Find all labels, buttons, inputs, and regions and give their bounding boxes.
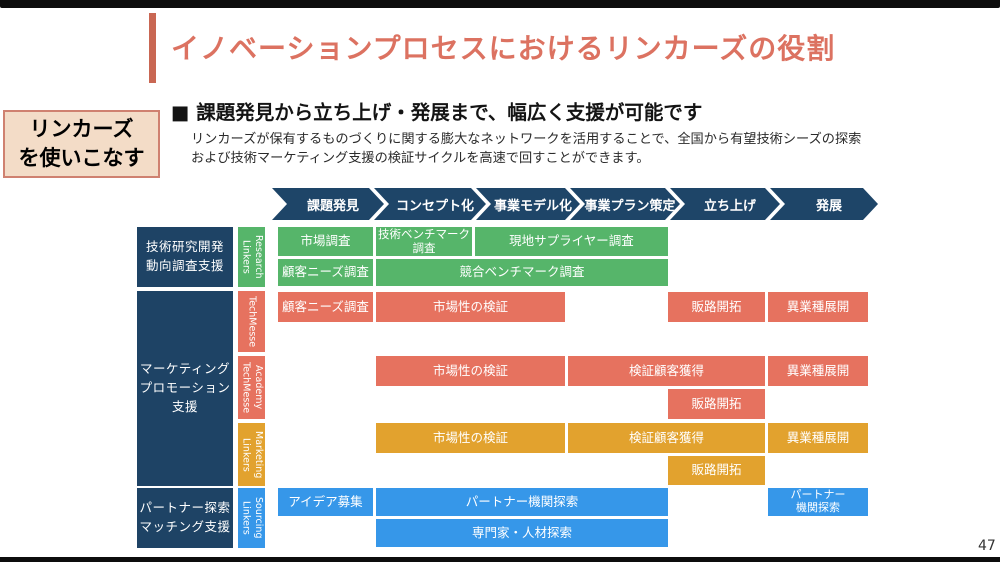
title-accent-bar bbox=[149, 13, 156, 83]
letterbox-top bbox=[0, 0, 1000, 8]
description-line-1: リンカーズが保有するものづくりに関する膨大なネットワークを活用することで、全国か… bbox=[191, 132, 862, 147]
box-expert-talent-search: 専門家・人材探索 bbox=[376, 519, 668, 547]
service-tag-linkers-marketing: Linkers Marketing bbox=[238, 423, 265, 486]
process-step-problem-discovery: 課題発見 bbox=[272, 188, 384, 220]
service-tag-techmesse-academy: TechMesse Academy bbox=[238, 356, 265, 419]
box-cross-industry-expansion-techmesse: 異業種展開 bbox=[768, 292, 868, 322]
process-step-conceptualization: コンセプト化 bbox=[374, 188, 486, 220]
process-step-business-modeling: 事業モデル化 bbox=[476, 188, 580, 220]
lane-partner-search-matching-support: パートナー探索 マッチング支援 bbox=[137, 488, 233, 548]
box-competitor-benchmark-survey: 競合ベンチマーク調査 bbox=[376, 259, 668, 286]
box-marketability-validation-marketing: 市場性の検証 bbox=[376, 423, 565, 453]
box-tech-benchmark-survey: 技術ベンチマーク 調査 bbox=[376, 227, 472, 256]
lane-marketing-promotion-support: マーケティング プロモーション 支援 bbox=[137, 291, 233, 486]
box-partner-institution-search-late: パートナー 機関探索 bbox=[768, 488, 868, 516]
box-marketability-validation-academy: 市場性の検証 bbox=[376, 356, 565, 386]
lane-tech-research-survey-support: 技術研究開発 動向調査支援 bbox=[137, 227, 233, 287]
box-cross-industry-expansion-academy: 異業種展開 bbox=[768, 356, 868, 386]
box-cross-industry-expansion-marketing: 異業種展開 bbox=[768, 423, 868, 453]
box-local-supplier-survey: 現地サプライヤー調査 bbox=[475, 227, 668, 256]
box-customer-needs-survey: 顧客ニーズ調査 bbox=[278, 259, 373, 286]
box-market-survey: 市場調査 bbox=[278, 227, 373, 256]
service-tag-techmesse: TechMesse bbox=[238, 291, 265, 352]
box-marketability-validation-techmesse: 市場性の検証 bbox=[376, 292, 565, 322]
box-sales-channel-development-marketing: 販路開拓 bbox=[668, 456, 765, 485]
box-customer-needs-survey-techmesse: 顧客ニーズ調査 bbox=[278, 292, 373, 322]
description-line-2: および技術マーケティング支援の検証サイクルを高速で回すことができます。 bbox=[191, 151, 650, 166]
box-sales-channel-development-techmesse: 販路開拓 bbox=[668, 292, 765, 322]
box-validation-customer-acquisition-academy: 検証顧客獲得 bbox=[568, 356, 765, 386]
box-sales-channel-development-academy: 販路開拓 bbox=[668, 389, 765, 419]
service-tag-linkers-research: Linkers Research bbox=[238, 227, 265, 287]
box-partner-institution-search: パートナー機関探索 bbox=[376, 488, 668, 516]
page-number: 47 bbox=[978, 538, 996, 554]
process-step-launch: 立ち上げ bbox=[670, 188, 780, 220]
callout-box: リンカーズ を使いこなす bbox=[3, 110, 160, 178]
slide-title: イノベーションプロセスにおけるリンカーズの役割 bbox=[171, 32, 836, 65]
section-heading: ■ 課題発見から立ち上げ・発展まで、幅広く支援が可能です bbox=[171, 101, 703, 124]
box-validation-customer-acquisition-marketing: 検証顧客獲得 bbox=[568, 423, 765, 453]
process-step-business-planning: 事業プラン策定 bbox=[570, 188, 680, 220]
box-idea-solicitation: アイデア募集 bbox=[278, 488, 373, 516]
process-step-growth: 発展 bbox=[770, 188, 878, 220]
letterbox-bottom bbox=[0, 557, 1000, 562]
service-tag-linkers-sourcing: Linkers Sourcing bbox=[238, 488, 265, 548]
